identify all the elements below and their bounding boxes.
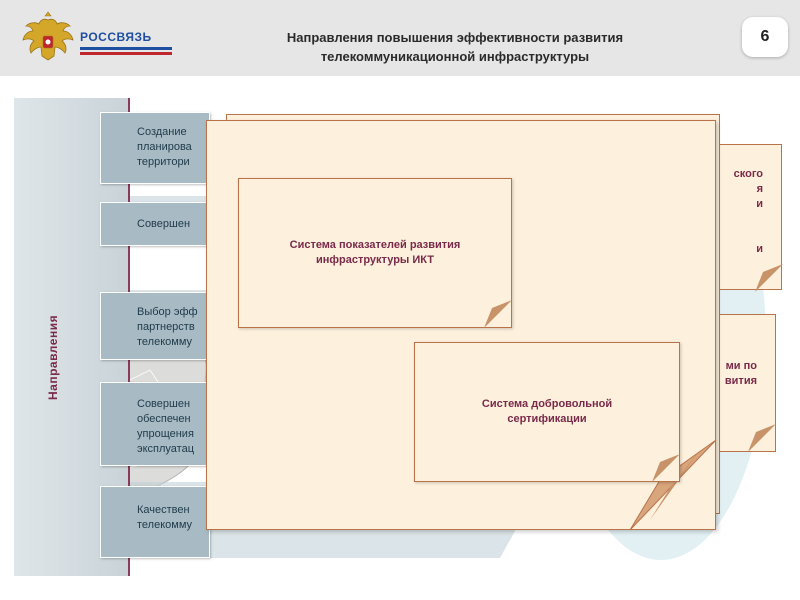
brand-underline-red [80,52,172,55]
right-card-text: я [756,183,763,195]
ict-indicators-card[interactable]: Система показателей развития инфраструкт… [238,178,512,328]
certification-line2: сертификации [507,413,587,425]
direction-item-improvement[interactable]: Совершен [100,202,210,246]
page-curl-icon [484,300,512,328]
page-curl-icon [629,439,717,531]
direction-item-text: Совершен [137,398,191,410]
right-card-text: ми по [725,360,757,372]
certification-line1: Система добровольной [481,398,613,410]
page-curl-icon [748,424,776,452]
direction-item-text: территори [137,156,190,168]
direction-item-text: Совершен [137,218,191,230]
page-curl-icon [652,454,680,482]
direction-item-partnership[interactable]: Выбор эфф партнерств телекомму [100,292,210,360]
right-card-text: вития [724,375,757,387]
page-title-line2: телекоммуникационной инфраструктуры [320,49,590,64]
direction-item-planning[interactable]: Создание планирова территори [100,112,210,184]
direction-item-text: Создание [137,126,187,138]
direction-item-text: упрощения [137,428,194,440]
russian-coat-of-arms-icon [22,11,74,61]
direction-item-text: обеспечен [137,413,191,425]
direction-item-quality[interactable]: Качествен телекомму [100,486,210,558]
direction-item-text: телекомму [137,519,193,531]
ict-indicators-line1: Система показателей развития [289,239,461,251]
right-card-text: и [756,198,763,210]
direction-item-text: телекомму [137,336,193,348]
direction-item-text: планирова [137,141,192,153]
right-card-text: ского [733,168,763,180]
certification-card[interactable]: Система добровольной сертификации [414,342,680,482]
brand-name: РОССВЯЗЬ [80,30,152,44]
page-title: Направления повышения эффективности разв… [200,28,710,66]
ict-indicators-line2: инфраструктуры ИКТ [315,254,434,266]
direction-item-operation[interactable]: Совершен обеспечен упрощения эксплуатац [100,382,210,466]
right-card-text: и [756,243,763,255]
brand-underline-blue [80,47,172,50]
page-curl-icon [755,264,783,292]
direction-item-text: Выбор эфф [137,306,198,318]
direction-item-text: эксплуатац [137,443,195,455]
direction-item-text: партнерств [137,321,195,333]
slide-number-badge: 6 [742,17,788,57]
direction-item-text: Качествен [137,504,190,516]
header: РОССВЯЗЬ Направления повышения эффективн… [0,0,800,76]
page-title-line1: Направления повышения эффективности разв… [286,30,624,45]
directions-sidebar-label: Направления [46,314,60,400]
